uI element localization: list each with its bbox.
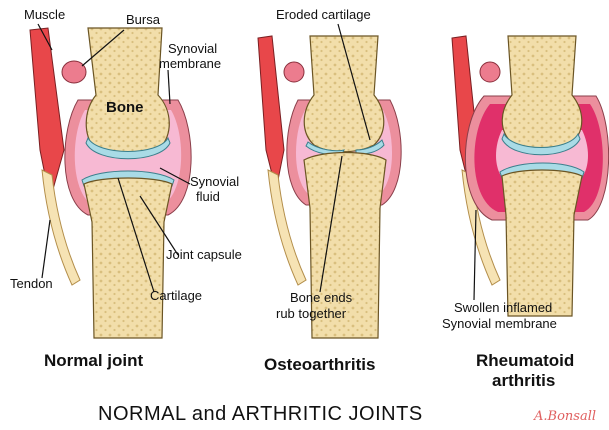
label-joint-capsule: Joint capsule bbox=[166, 247, 242, 262]
caption-rheumatoid-line2: arthritis bbox=[492, 371, 555, 390]
caption-osteoarthritis: Osteoarthritis bbox=[264, 355, 375, 374]
diagram-title: NORMAL and ARTHRITIC JOINTS bbox=[98, 403, 423, 425]
caption-normal-joint: Normal joint bbox=[44, 351, 144, 370]
captions: Normal joint Osteoarthritis Rheumatoid a… bbox=[44, 351, 574, 390]
label-synovial-fluid-line1: Synovial bbox=[190, 174, 239, 189]
label-bone-ends-line1: Bone ends bbox=[290, 290, 353, 305]
label-eroded-cartilage: Eroded cartilage bbox=[276, 7, 371, 22]
lower-bone bbox=[84, 178, 172, 338]
label-synovial-membrane-line2: membrane bbox=[159, 56, 221, 71]
label-bursa: Bursa bbox=[126, 12, 161, 27]
label-bone-ends-line2: rub together bbox=[276, 306, 347, 321]
label-synovial-membrane-line1: Synovial bbox=[168, 41, 217, 56]
muscle bbox=[258, 36, 284, 190]
label-cartilage: Cartilage bbox=[150, 288, 202, 303]
caption-rheumatoid-line1: Rheumatoid bbox=[476, 351, 574, 370]
lower-bone bbox=[502, 170, 582, 316]
bursa bbox=[480, 62, 500, 82]
label-swollen-line1: Swollen inflamed bbox=[454, 300, 552, 315]
upper-bone bbox=[86, 28, 169, 158]
upper-bone bbox=[502, 36, 582, 150]
label-tendon: Tendon bbox=[10, 276, 53, 291]
label-bone: Bone bbox=[106, 99, 144, 116]
label-synovial-fluid-line2: fluid bbox=[196, 189, 220, 204]
upper-bone bbox=[304, 36, 384, 152]
artist-signature: A.Bonsall bbox=[533, 409, 596, 424]
label-muscle: Muscle bbox=[24, 7, 65, 22]
bursa bbox=[284, 62, 304, 82]
bursa bbox=[62, 61, 86, 83]
label-swollen-line2: Synovial membrane bbox=[442, 316, 557, 331]
rheumatoid-joint bbox=[452, 36, 609, 316]
